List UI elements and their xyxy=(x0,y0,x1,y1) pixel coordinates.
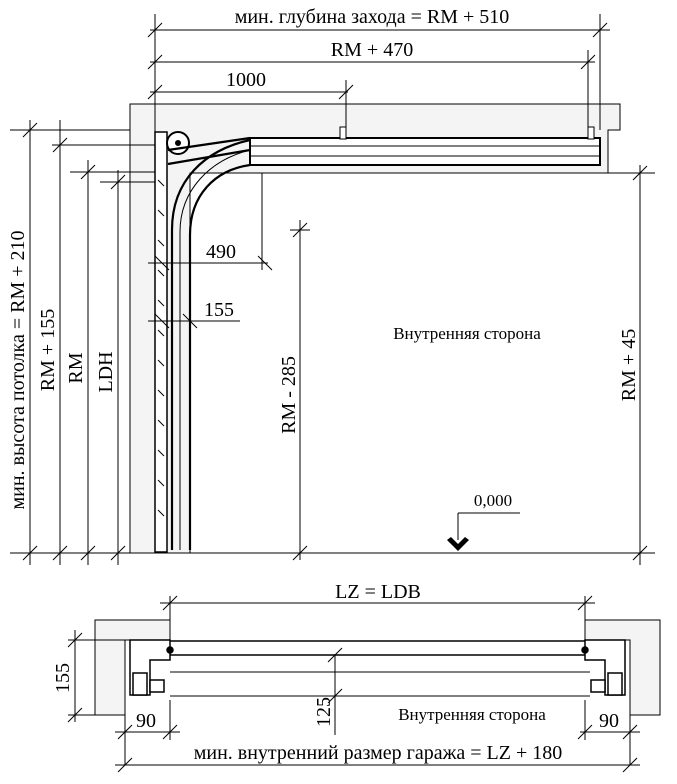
left-vertical-dimensions xyxy=(10,120,155,565)
inside-label-side: Внутренняя сторона xyxy=(393,324,541,343)
dim-min-garage: мин. внутренний размер гаража = LZ + 180 xyxy=(194,742,563,764)
top-dimensions xyxy=(147,14,610,132)
dim-rm-470: RM + 470 xyxy=(331,39,413,61)
plan-top-dimension xyxy=(160,595,595,645)
dim-125: 125 xyxy=(313,697,335,727)
dim-ldh: LDH xyxy=(95,351,117,392)
plan-125-dimension xyxy=(327,647,343,735)
horizontal-track xyxy=(249,137,601,166)
dim-rm-plus-45: RM + 45 xyxy=(618,329,640,401)
plan-90-dimensions xyxy=(115,700,640,765)
dim-90-right: 90 xyxy=(599,710,619,732)
inside-label-plan: Внутренняя сторона xyxy=(398,705,546,724)
level-mark xyxy=(447,512,520,551)
rm-45-dimension xyxy=(632,165,648,565)
dim-rm-155: RM + 155 xyxy=(37,309,59,391)
dim-rm: RM xyxy=(65,352,87,383)
dim-1000: 1000 xyxy=(226,69,266,91)
ceiling-wall xyxy=(129,103,621,554)
side-view: мин. глубина захода = RM + 510 RM + 470 … xyxy=(7,6,655,565)
panel-hinges xyxy=(157,179,165,517)
spring-drum-core xyxy=(175,140,181,146)
level-mark-label: 0,000 xyxy=(474,491,512,510)
dim-155-side: 155 xyxy=(204,299,234,321)
track-hanger-left xyxy=(339,126,347,140)
door-panel xyxy=(154,131,168,553)
dim-490: 490 xyxy=(206,241,236,263)
dim-lz-ldb: LZ = LDB xyxy=(335,581,421,603)
inner-dimensions xyxy=(148,173,273,329)
dim-rm-minus-285: RM - 285 xyxy=(278,356,300,434)
dim-min-depth: мин. глубина захода = RM + 510 xyxy=(235,6,510,28)
track-hanger-right xyxy=(587,126,595,140)
dim-155-plan: 155 xyxy=(52,663,74,693)
rm-285-dimension xyxy=(290,220,310,561)
dim-90-left: 90 xyxy=(136,710,156,732)
plan-track-right xyxy=(581,639,626,696)
plan-view: LZ = LDB 155 125 Внутренняя сторона xyxy=(52,581,661,773)
plan-155-dimension xyxy=(67,630,130,723)
plan-track-left xyxy=(129,639,174,696)
curved-track xyxy=(170,138,251,550)
plan-door-leaf xyxy=(154,640,606,656)
plan-bottom-dimension xyxy=(115,757,640,773)
dim-min-ceiling: мин. высота потолка = RM + 210 xyxy=(7,230,29,509)
